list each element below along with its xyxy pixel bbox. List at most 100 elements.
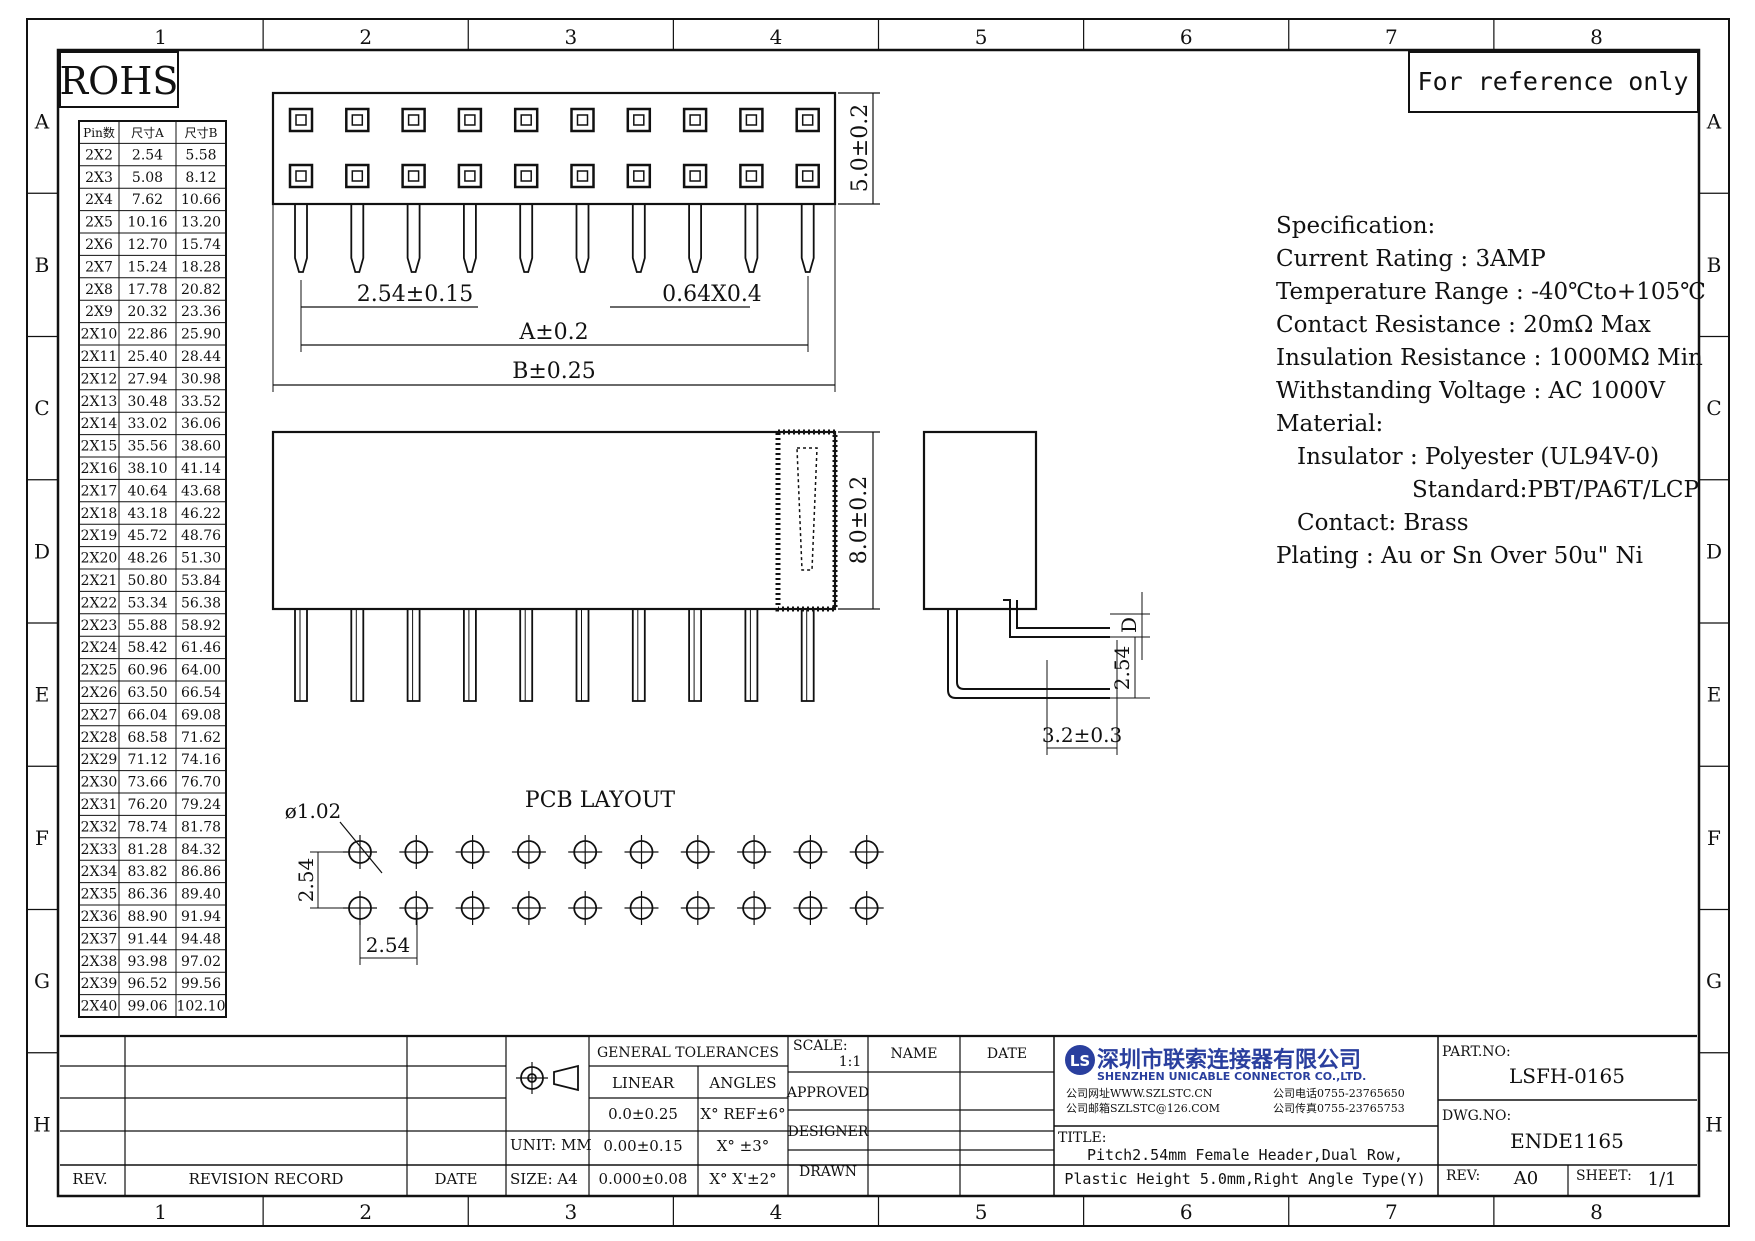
table-cell: 94.48 <box>181 931 221 947</box>
company-logo: LS <box>1065 1045 1095 1075</box>
spec-line: Insulation Resistance : 1000MΩ Min <box>1276 345 1703 371</box>
company-fax: 公司传真0755-23765753 <box>1273 1101 1405 1115</box>
table-cell: 45.72 <box>127 528 167 544</box>
socket-hole <box>345 107 370 133</box>
table-cell: 64.00 <box>181 663 221 679</box>
table-cell: 2X9 <box>85 304 113 320</box>
reference-box <box>1408 51 1699 113</box>
socket-hole-inner <box>464 114 476 126</box>
contact-spring <box>796 447 818 571</box>
pin-tail <box>688 204 702 273</box>
table-cell: 81.28 <box>127 842 167 858</box>
pin-front <box>631 608 646 702</box>
table-cell: 76.70 <box>181 775 221 791</box>
zone-col-label: 8 <box>1590 1200 1603 1224</box>
company-logo-text: LS <box>1070 1052 1090 1070</box>
zone-row-label: A <box>34 110 50 134</box>
table-cell: 33.02 <box>127 416 167 432</box>
zone-col-label: 8 <box>1590 25 1603 49</box>
title-block: REV. REVISION RECORD DATE UNIT: MM SIZE:… <box>60 1034 1697 1196</box>
tb-angle-tol: X° ±3° <box>717 1137 770 1155</box>
tb-title-line2: Plastic Height 5.0mm,Right Angle Type(Y) <box>1064 1170 1425 1188</box>
socket-hole <box>626 107 652 133</box>
pin-tail <box>744 204 759 273</box>
pin-tail <box>575 204 590 273</box>
table-cell: 71.12 <box>127 752 167 768</box>
dim-b: B±0.25 <box>512 359 596 384</box>
socket-hole <box>457 107 483 133</box>
rohs-box <box>59 51 179 108</box>
table-cell: 28.44 <box>181 349 221 365</box>
table-cell: 27.94 <box>127 371 167 387</box>
tb-rev-no: A0 <box>1513 1168 1538 1189</box>
top-view-pins <box>294 204 815 273</box>
projection-cone-icon <box>553 1064 579 1092</box>
zone-col-label: 3 <box>564 1200 577 1224</box>
tb-unit: UNIT: MM <box>510 1136 592 1154</box>
table-cell: 48.26 <box>127 551 167 567</box>
table-cell: 68.58 <box>127 730 167 746</box>
tb-general-tolerances: GENERAL TOLERANCES <box>597 1045 779 1061</box>
table-cell: 43.68 <box>181 483 221 499</box>
socket-hole-inner <box>576 170 589 182</box>
company-web: 公司网址WWW.SZLSTC.CN <box>1066 1086 1213 1100</box>
table-cell: 2X33 <box>81 842 118 858</box>
table-cell: 15.74 <box>181 237 221 253</box>
table-cell: 63.50 <box>127 685 167 701</box>
table-cell: 58.92 <box>181 618 221 634</box>
table-cell: 2.54 <box>132 147 163 163</box>
socket-hole-inner <box>407 170 420 182</box>
spec-line: Withstanding Voltage : AC 1000V <box>1276 378 1666 404</box>
zone-row-label: B <box>35 253 50 277</box>
tb-dwg-no: ENDE1165 <box>1510 1129 1624 1153</box>
zone-row-label: H <box>1705 1112 1722 1136</box>
tb-title-line1: Pitch2.54mm Female Header,Dual Row, <box>1087 1146 1403 1164</box>
table-cell: 91.94 <box>181 909 221 925</box>
table-cell: 2X35 <box>81 887 118 903</box>
company-phone: 公司电话0755-23765650 <box>1273 1087 1405 1100</box>
zone-col-label: 1 <box>154 1200 167 1224</box>
pin-tail <box>406 204 421 273</box>
table-cell: 79.24 <box>181 797 221 813</box>
table-cell: 2X31 <box>81 797 118 813</box>
front-view: 8.0±0.2 <box>271 429 880 702</box>
tb-approved: APPROVED <box>786 1085 869 1101</box>
table-cell: 2X25 <box>81 663 118 679</box>
spec-line: Contact Resistance : 20mΩ Max <box>1276 312 1651 338</box>
dim-a: A±0.2 <box>518 320 588 345</box>
socket-hole <box>288 107 314 133</box>
table-cell: 5.08 <box>132 170 163 186</box>
socket-hole <box>739 163 764 189</box>
company-email: 公司邮箱SZLSTC@126.COM <box>1066 1101 1220 1115</box>
socket-hole-inner <box>745 170 758 182</box>
socket-hole <box>682 163 708 189</box>
tb-scale-label: SCALE: <box>793 1038 848 1054</box>
table-cell: 99.56 <box>181 976 221 992</box>
pin-tail <box>519 204 534 273</box>
socket-hole <box>570 163 595 189</box>
table-cell: 2X29 <box>81 752 118 768</box>
table-cell: 5.58 <box>185 147 216 163</box>
dim-top-height: 5.0±0.2 <box>848 104 873 192</box>
tb-linear-tol: 0.000±0.08 <box>599 1170 688 1188</box>
socket-hole-inner <box>633 170 645 182</box>
zone-col-label: 1 <box>154 25 167 49</box>
table-header: Pin数 <box>83 125 115 140</box>
dim-pitch: 2.54±0.15 <box>357 282 473 307</box>
pin-front <box>800 608 815 702</box>
zone-row-label: D <box>34 539 50 563</box>
zone-row-label: C <box>34 396 49 420</box>
pin-tail <box>350 204 365 273</box>
table-cell: 2X34 <box>81 864 118 880</box>
table-cell: 91.44 <box>127 931 167 947</box>
table-cell: 38.10 <box>127 461 167 477</box>
table-cell: 2X4 <box>85 192 113 208</box>
tb-angles: ANGLES <box>708 1074 776 1092</box>
socket-hole-inner <box>801 114 814 126</box>
zone-row-label: A <box>1706 110 1722 134</box>
tb-size: SIZE: A4 <box>510 1170 578 1188</box>
socket-hole-inner <box>351 170 364 182</box>
table-cell: 30.98 <box>181 371 221 387</box>
table-cell: 2X19 <box>81 528 118 544</box>
